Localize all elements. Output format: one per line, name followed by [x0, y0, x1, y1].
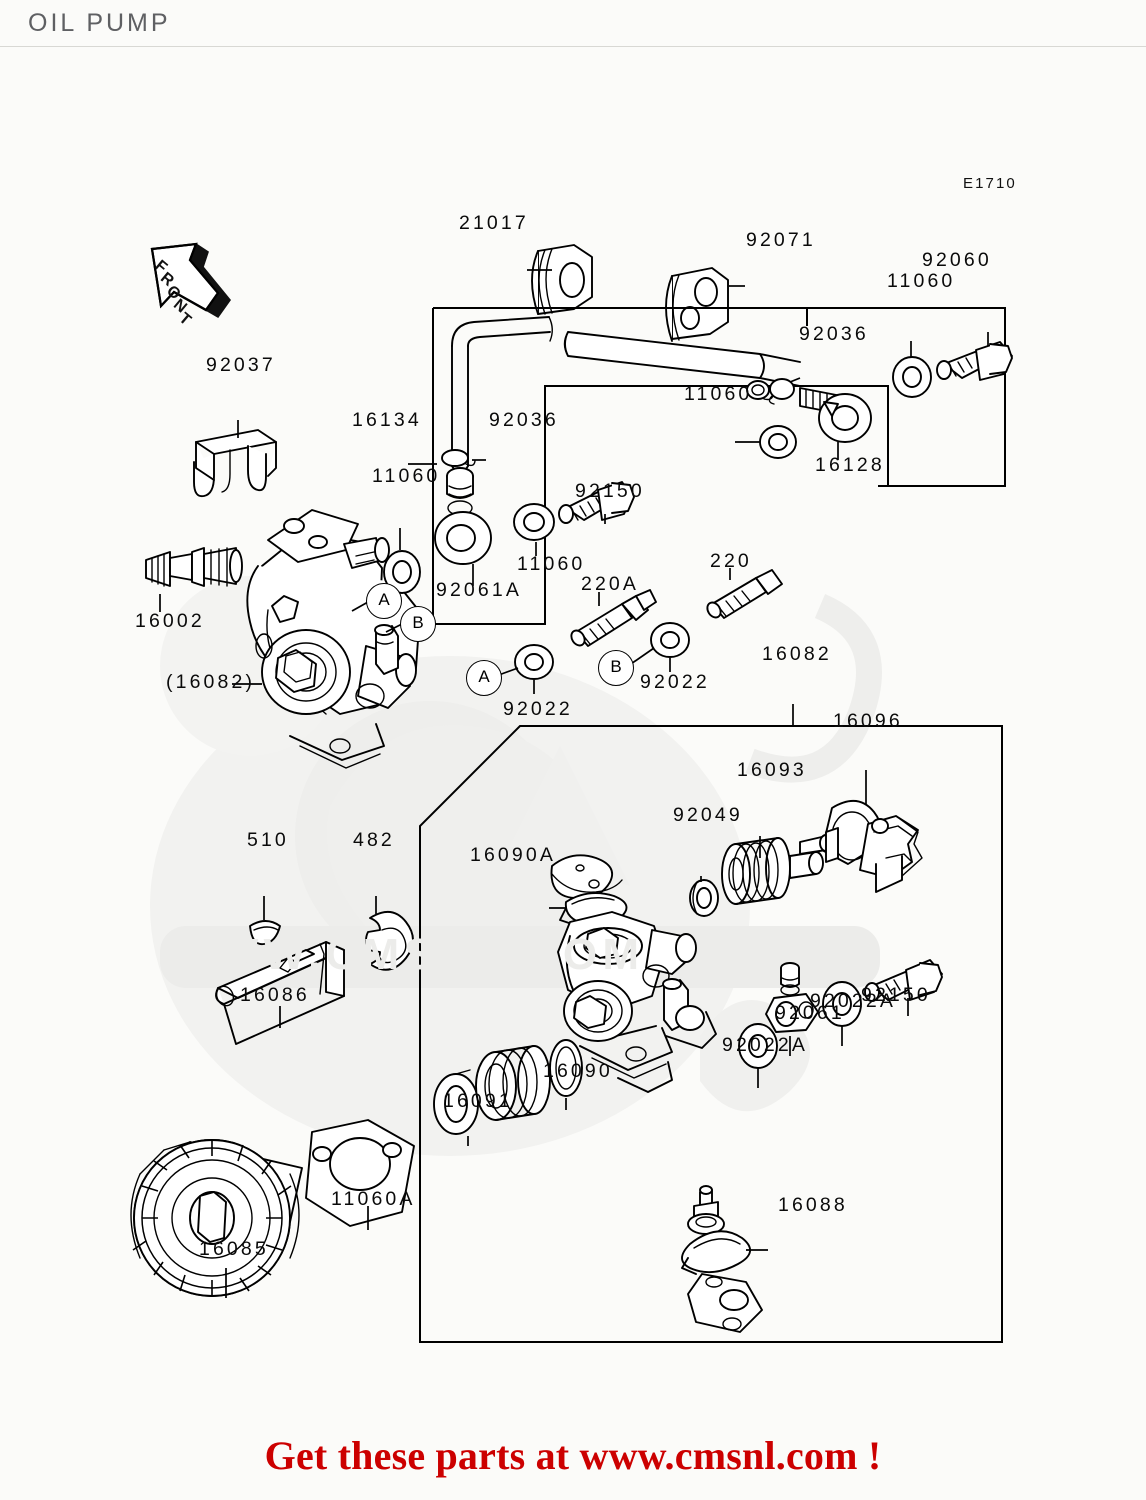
- part-16093-graphic: [721, 827, 839, 905]
- label-92071: 92071: [746, 229, 816, 251]
- label-92150-top: 92150: [575, 480, 645, 502]
- label-16091: 16091: [443, 1090, 513, 1112]
- part-16002-graphic: [145, 547, 243, 587]
- part-11060-pump-graphic: [383, 550, 421, 594]
- label-92060: 92060: [922, 249, 992, 271]
- label-220: 220: [710, 550, 752, 572]
- callout-b-upper: B: [400, 606, 436, 642]
- part-11060-center-graphic: [759, 425, 797, 459]
- part-220A-graphic: [570, 589, 657, 647]
- label-16090A: 16090A: [470, 844, 556, 866]
- page-title: OIL PUMP: [28, 9, 171, 37]
- part-16082-inner-body-graphic: [557, 911, 717, 1093]
- label-16090: 16090: [543, 1060, 613, 1082]
- part-92071-graphic: [665, 267, 729, 342]
- label-92049: 92049: [673, 804, 743, 826]
- label-92022-a: 92022: [503, 698, 573, 720]
- part-16090-bellows-graphic: [475, 1039, 583, 1121]
- label-92037: 92037: [206, 354, 276, 376]
- label-16096: 16096: [833, 710, 903, 732]
- part-220-graphic: [706, 569, 783, 619]
- label-11060-mid: 11060: [684, 383, 753, 405]
- part-92060-graphic: [936, 341, 1013, 381]
- part-16128-graphic: [799, 387, 872, 443]
- part-510-graphic: [249, 920, 281, 946]
- label-92036-top: 92036: [799, 323, 869, 345]
- part-92061-graphic: [765, 962, 819, 1033]
- part-92061A-graphic: [434, 467, 492, 565]
- part-21017-graphic: [531, 244, 593, 315]
- part-oil-pipe-graphic: [563, 331, 801, 387]
- label-16082-paren: (16082): [166, 671, 256, 693]
- sheet-code: E1710: [963, 175, 1017, 192]
- footer-bar: Get these parts at www.cmsnl.com !: [0, 1426, 1146, 1500]
- label-482: 482: [353, 829, 395, 851]
- part-92022A-right-graphic: [822, 981, 862, 1027]
- part-92022-a-graphic: [514, 644, 554, 680]
- label-11060A: 11060A: [331, 1188, 416, 1210]
- diagram-canvas: .s{fill:none;stroke:#000;stroke-width:1.…: [0, 46, 1146, 1426]
- diagram-artwork: .s{fill:none;stroke:#000;stroke-width:1.…: [130, 242, 1013, 1343]
- label-92061: 92061: [775, 1002, 845, 1024]
- label-16134: 16134: [352, 409, 422, 431]
- label-16128: 16128: [815, 454, 885, 476]
- part-92150-upper-graphic: [558, 481, 635, 524]
- label-92022A-right: 92022A: [810, 990, 896, 1012]
- label-16082: 16082: [762, 643, 832, 665]
- part-482-graphic: [365, 911, 414, 971]
- callout-b-lower: B: [598, 650, 634, 686]
- label-16086: 16086: [240, 984, 310, 1006]
- part-16088-graphic: [681, 1185, 763, 1333]
- label-21017: 21017: [459, 212, 529, 234]
- footer-promo-text[interactable]: Get these parts at www.cmsnl.com !: [264, 1433, 882, 1478]
- label-16093: 16093: [737, 759, 807, 781]
- header-bar: OIL PUMP: [0, 0, 1146, 47]
- label-92061A: 92061A: [436, 579, 522, 601]
- part-92037-graphic: [193, 429, 277, 498]
- label-16088: 16088: [778, 1194, 848, 1216]
- part-16134-graphic: [451, 316, 553, 474]
- part-92036-upper2-graphic: [768, 378, 795, 405]
- part-16091-graphic: [433, 1069, 479, 1135]
- part-16085-graphic: [130, 1139, 303, 1297]
- part-11060A-graphic: [305, 1119, 415, 1227]
- label-92022-b: 92022: [640, 671, 710, 693]
- part-92150-lower-graphic: [864, 959, 943, 1002]
- part-92036-lower-graphic: [441, 449, 476, 467]
- label-11060-pump: 11060: [372, 465, 441, 487]
- front-arrow-graphic: F R O N T: [150, 242, 232, 330]
- inset-frame-pipe: [432, 307, 1006, 625]
- callout-a-upper: A: [366, 583, 402, 619]
- label-16002: 16002: [135, 610, 205, 632]
- callout-a-lower: A: [466, 660, 502, 696]
- label-11060-bolt: 11060: [517, 553, 586, 575]
- label-16085: 16085: [199, 1238, 269, 1260]
- part-11060-bolt-washer-graphic: [513, 503, 555, 541]
- label-92022A-left: 92022A: [722, 1034, 808, 1056]
- part-16086-graphic: [215, 941, 345, 1045]
- label-92150-lower: 92150: [861, 984, 931, 1006]
- part-11060-right-graphic: [892, 356, 932, 398]
- label-510: 510: [247, 829, 289, 851]
- part-92022-b-graphic: [650, 622, 690, 658]
- label-11060-right: 11060: [887, 270, 956, 292]
- label-220A: 220A: [581, 573, 640, 595]
- part-92049-graphic: [689, 879, 719, 917]
- label-92036-left: 92036: [489, 409, 559, 431]
